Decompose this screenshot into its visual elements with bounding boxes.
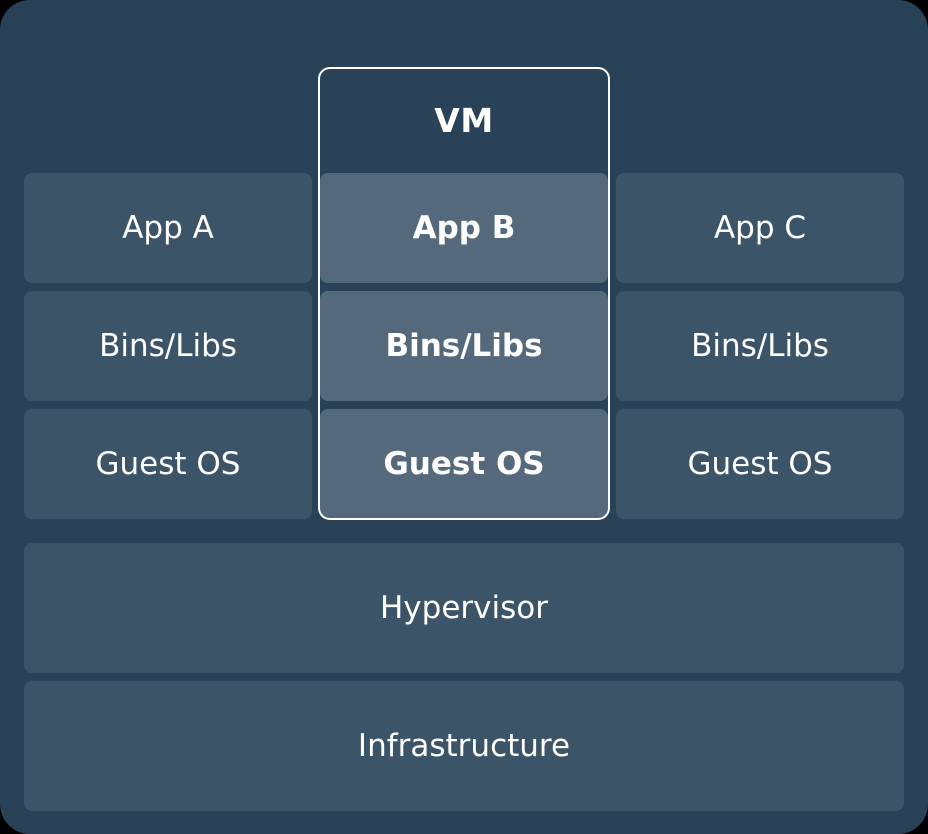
box-infrastructure[interactable]: Infrastructure (24, 681, 904, 811)
box-hypervisor[interactable]: Hypervisor (24, 543, 904, 673)
box-bins-libs-left[interactable]: Bins/Libs (24, 291, 312, 401)
box-guest-os-right[interactable]: Guest OS (616, 409, 904, 519)
row-app: App A App B App C (0, 173, 928, 283)
box-bins-libs-middle[interactable]: Bins/Libs (320, 291, 608, 401)
row-bins-libs: Bins/Libs Bins/Libs Bins/Libs (0, 291, 928, 401)
vm-label: VM (434, 100, 494, 140)
box-guest-os-middle[interactable]: Guest OS (320, 409, 608, 519)
box-app-c[interactable]: App C (616, 173, 904, 283)
box-guest-os-left[interactable]: Guest OS (24, 409, 312, 519)
base-layers: Hypervisor Infrastructure (0, 543, 928, 819)
box-app-a[interactable]: App A (24, 173, 312, 283)
row-guest-os: Guest OS Guest OS Guest OS (0, 409, 928, 519)
stack-rows: App A App B App C Bins/Libs Bins/Libs Bi… (0, 173, 928, 527)
box-bins-libs-right[interactable]: Bins/Libs (616, 291, 904, 401)
box-app-b[interactable]: App B (320, 173, 608, 283)
